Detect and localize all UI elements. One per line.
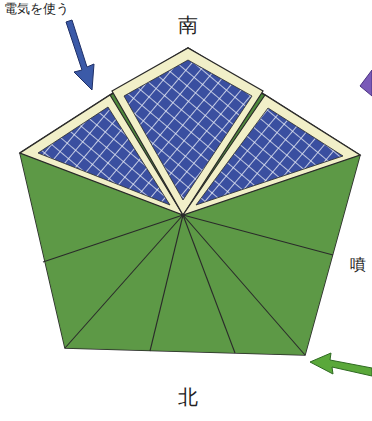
direction-south: 南 [178,14,198,36]
roof-ridges [43,215,333,355]
note-text: 噴 [350,256,366,274]
note-text: 電気を使う [4,2,69,16]
panel-frames [20,48,360,215]
pointer-arrows [66,20,372,376]
roof-outline [20,48,360,355]
direction-north: 北 [178,386,198,408]
